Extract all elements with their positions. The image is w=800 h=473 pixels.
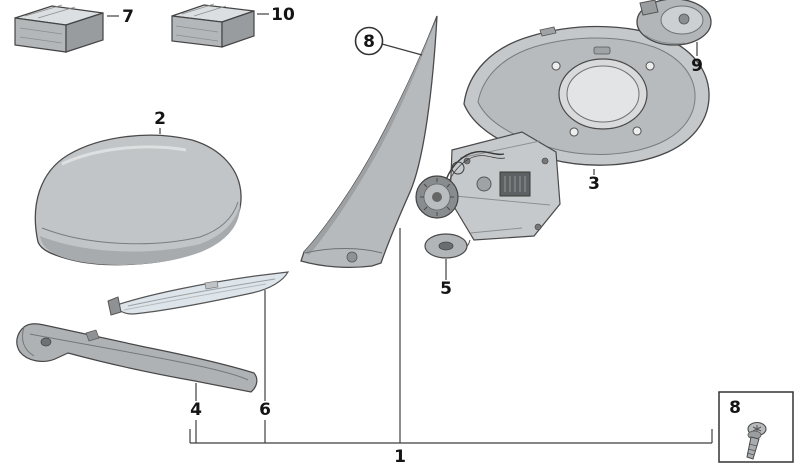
box10-hatch <box>175 3 227 42</box>
callout-10: 10 <box>271 5 295 25</box>
callout-2: 2 <box>154 109 166 129</box>
actuator-teeth <box>420 178 454 216</box>
cap-highlight <box>61 145 187 166</box>
hardware-kit-box-10 <box>171 3 255 48</box>
callout-9: 9 <box>691 56 703 76</box>
housing-shell <box>463 25 710 166</box>
cap-lower-shade <box>40 204 241 265</box>
callout-3: 3 <box>588 174 600 194</box>
bracket-ribs <box>454 140 551 234</box>
callout-8-box: 8 <box>729 398 741 418</box>
wiring-harness-2 <box>447 155 506 184</box>
cable-loop <box>451 161 465 175</box>
cap-center-hole <box>438 241 454 251</box>
screw-threads <box>746 443 758 456</box>
wiring-harness <box>445 150 505 181</box>
housing-mount-holes <box>551 61 655 137</box>
callout-4: 4 <box>190 400 202 420</box>
callout-8: 8 <box>363 32 375 52</box>
connector-pins <box>504 176 526 192</box>
lamp-connector <box>107 296 122 316</box>
lens-line-2 <box>123 283 267 311</box>
round-cover-cap <box>424 233 468 259</box>
bracket-bushing <box>476 176 492 192</box>
cap-ridge <box>41 201 239 245</box>
turn-signal-lamp <box>107 271 290 316</box>
arm-foot-line <box>304 248 383 254</box>
housing-slot <box>593 46 611 55</box>
lamp-tab <box>204 280 219 290</box>
leader-lines <box>107 13 713 444</box>
bracket-screws <box>463 157 549 231</box>
box7-hatch <box>19 4 76 44</box>
glass-actuator-hub <box>432 192 442 202</box>
callout-8-circle <box>354 26 384 56</box>
lens-line-1 <box>127 278 276 307</box>
mirror-cap <box>34 134 242 266</box>
trim-hole <box>40 337 52 347</box>
trim-inner-edge <box>29 333 249 381</box>
fastener-detail-box: 8 <box>718 391 794 463</box>
torx-screw-icon <box>746 421 767 460</box>
hardware-kit-box-7 <box>14 4 104 53</box>
housing-edge-tab <box>539 26 557 37</box>
motor-hub <box>678 13 690 25</box>
callout-5: 5 <box>440 279 452 299</box>
glass-opening-rim <box>566 65 640 123</box>
trim-body <box>16 323 258 393</box>
trim-hook <box>21 326 35 357</box>
callout-1: 1 <box>394 447 406 467</box>
callout-7: 7 <box>122 7 134 27</box>
lamp-lens <box>116 271 290 315</box>
box7-side-face <box>65 12 104 53</box>
lower-housing-trim <box>16 323 258 393</box>
mirror-internal-mechanism <box>415 131 561 253</box>
motor-rib <box>644 34 686 45</box>
arm-silhouette <box>300 15 438 269</box>
motor-connector <box>639 0 659 16</box>
mirror-base-arm <box>300 15 438 269</box>
mirror-motor <box>636 0 712 46</box>
box10-side-face <box>221 10 255 48</box>
callout-6: 6 <box>259 400 271 420</box>
arm-pivot <box>346 251 358 263</box>
leader-line-8 <box>381 43 423 56</box>
trim-clip <box>85 329 100 342</box>
